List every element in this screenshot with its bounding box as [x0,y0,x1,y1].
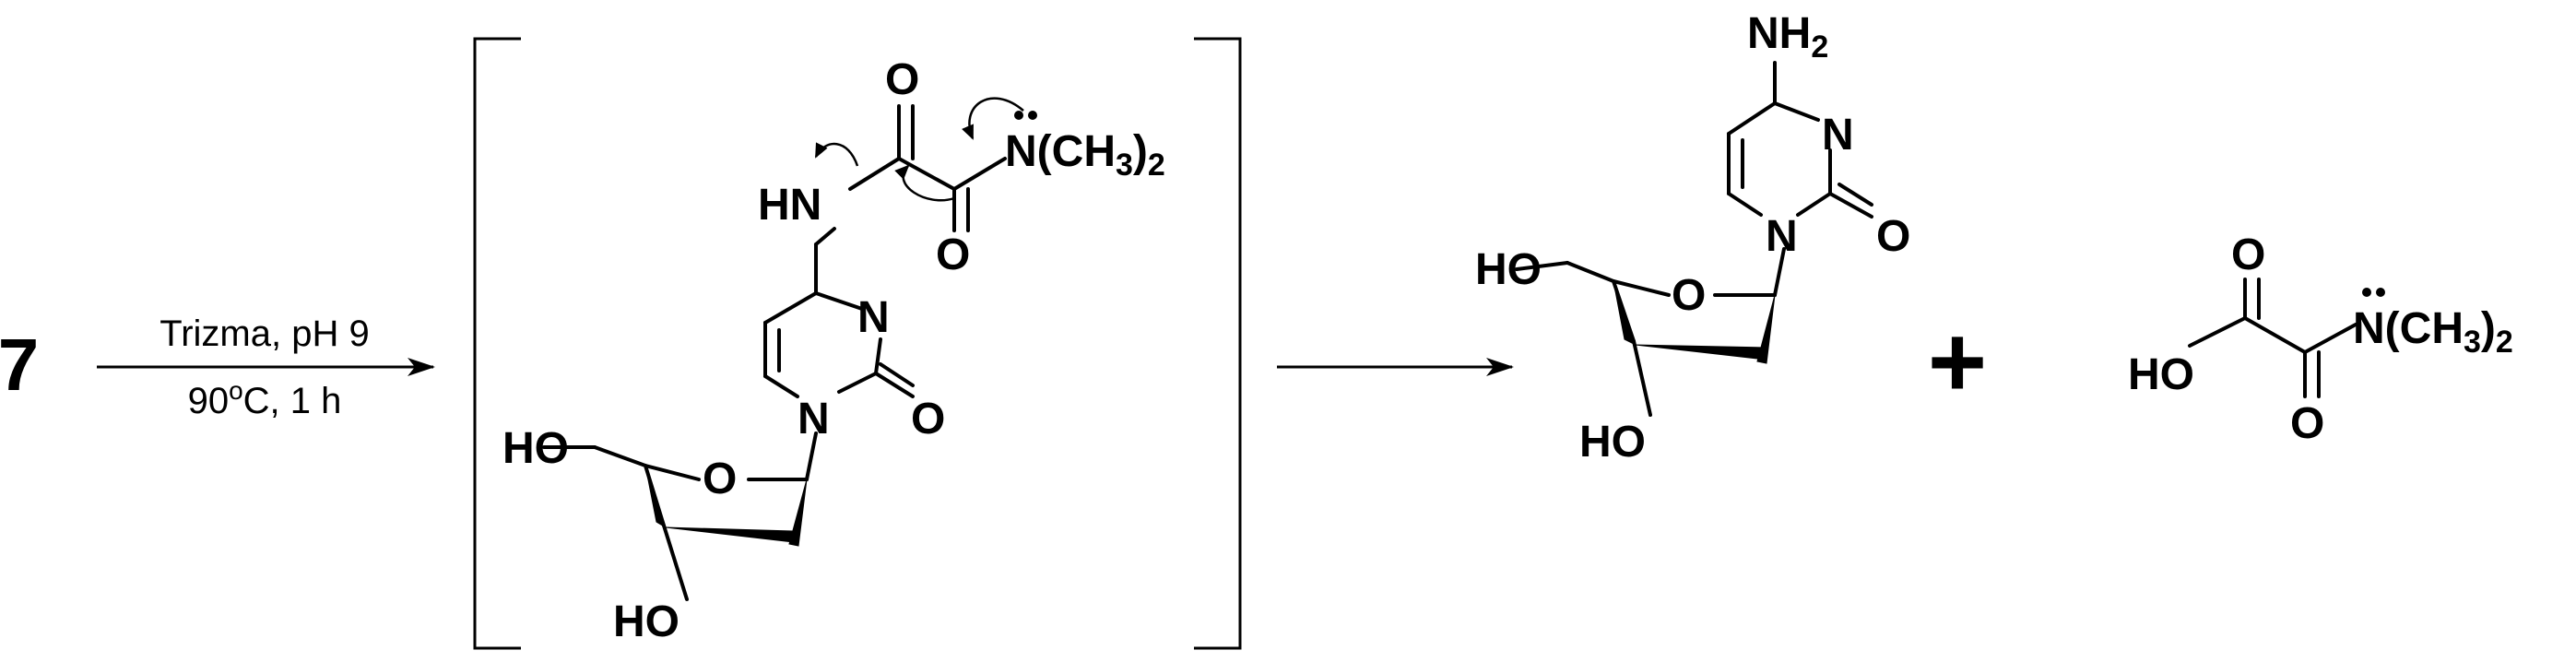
atom-ho-acid: HO [2128,350,2194,399]
atom-o-carbonyl-2: O [936,231,970,279]
atom-o-carbonyl-1: O [885,55,919,104]
atom-o-amide-carbonyl: O [2290,399,2324,448]
atom-n-dimethyl: N(CH3)2 [1005,127,1165,183]
atom-n1-product: N [1766,212,1798,261]
product-1-atom-labels: NH2 N N O O HO HO [1475,9,1910,467]
product-2-atom-labels: O HO O N(CH3)2 [2128,231,2513,448]
product-deoxycytidine [1515,61,1873,417]
intermediate-bracket-left [473,37,521,650]
atom-o-acid-carbonyl: O [2231,231,2265,279]
lone-pair-1 [1014,111,1037,120]
atom-o2-product: O [1876,212,1910,261]
atom-n1: N [798,395,830,443]
atom-n3-product: N [1822,111,1854,160]
atom-ho-3prime-product: HO [1579,418,1646,467]
electron-push-arrows [814,97,1024,202]
atom-hn: HN [758,181,821,230]
condition-temperature-time: 90oC, 1 h [188,376,342,422]
atom-ho-5prime-product: HO [1475,245,1542,294]
atom-ho-3prime: HO [613,597,679,646]
intermediate-bracket-right [1194,37,1242,650]
intermediate-atom-labels: HN O O N(CH3)2 N N O O HO HO [502,55,1165,646]
atom-o-ring: O [703,455,737,503]
compound-number: 7 [0,324,39,406]
atom-n-dimethyl-product: N(CH3)2 [2353,304,2513,360]
atom-o-ring-product: O [1672,271,1706,320]
atom-n3: N [857,293,890,342]
product-dimethyloxamic-acid [2188,278,2357,398]
plus-sign: + [1928,305,1987,419]
intermediate-structure [542,104,1007,601]
lone-pair-2 [2362,288,2385,297]
atom-ho-5prime: HO [502,424,569,473]
atom-nh2: NH2 [1747,9,1828,65]
condition-reagent: Trizma, pH 9 [160,313,369,354]
atom-o2: O [911,395,945,443]
